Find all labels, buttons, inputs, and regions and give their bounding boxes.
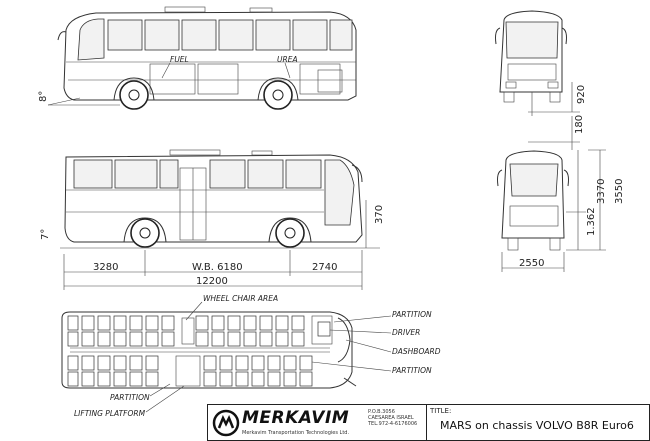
plan-view: WHEEL CHAIR AREA PARTITION DRIVER DASHBO… — [61, 294, 441, 418]
company-subtitle: Merkavim Transportation Technologies Ltd… — [242, 430, 350, 436]
company-address: P.O.B.3056 CAESAREA ISRAEL TEL.972-4-617… — [368, 409, 417, 427]
angle-front: 8° — [38, 91, 49, 102]
address-line-2: CAESAREA ISRAEL — [368, 415, 414, 421]
dim-180: 180 — [574, 115, 585, 134]
dim-width: 2550 — [519, 258, 544, 269]
height-floor: 370 — [374, 205, 385, 224]
label-partition-left: PARTITION — [110, 393, 150, 402]
dim-3550: 3550 — [614, 179, 625, 204]
dim-3370: 3370 — [596, 179, 607, 204]
side-view-top: FUEL UREA 8° — [38, 6, 357, 110]
label-urea: UREA — [277, 55, 298, 64]
seat-row-bottom — [67, 355, 313, 387]
address-line-1: P.O.B.3056 — [368, 409, 395, 415]
dim-1362: 1.362 — [586, 207, 597, 236]
company-logo: MERKAVIM Merkavim Transportation Technol… — [212, 408, 362, 440]
label-lifting-platform: LIFTING PLATFORM — [74, 409, 146, 418]
title-divider — [426, 405, 427, 440]
title-label: TITLE: — [430, 407, 452, 415]
label-driver: DRIVER — [392, 328, 420, 337]
front-view: 920 180 — [495, 10, 587, 150]
dim-wheelbase: W.B. 6180 — [192, 262, 243, 273]
dim-total-length: 12200 — [196, 276, 228, 287]
label-wheel-chair-area: WHEEL CHAIR AREA — [203, 294, 278, 303]
address-line-3: TEL.972-4-6176006 — [368, 421, 418, 427]
rear-view: 3370 3550 1.362 2550 — [497, 149, 625, 272]
company-name: MERKAVIM — [242, 408, 350, 428]
drawing-title: MARS on chassis VOLVO B8R Euro6 — [440, 419, 634, 432]
angle-rear: 7° — [40, 229, 51, 240]
dim-rear-overhang: 2740 — [312, 262, 337, 273]
title-block: MERKAVIM Merkavim Transportation Technol… — [207, 404, 650, 441]
dim-front-overhang: 3280 — [93, 262, 118, 273]
label-dashboard: DASHBOARD — [392, 347, 441, 356]
merkavim-logo-icon — [212, 409, 240, 437]
label-partition-bottom: PARTITION — [392, 366, 432, 375]
label-partition-top: PARTITION — [392, 310, 432, 319]
dim-920: 920 — [576, 85, 587, 104]
side-view-middle: 370 7° 3280 W.B. 6180 2740 12200 — [40, 149, 385, 290]
seat-row-top — [67, 315, 305, 347]
label-fuel: FUEL — [170, 55, 189, 64]
